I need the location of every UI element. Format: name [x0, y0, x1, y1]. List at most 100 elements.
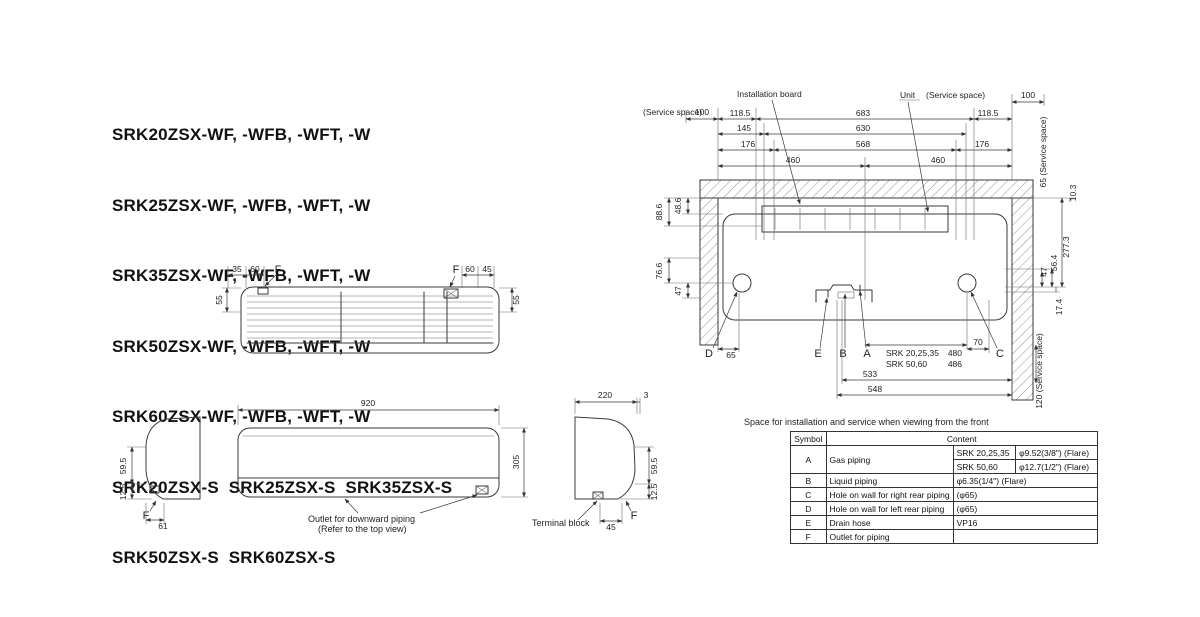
dim-145: 145: [737, 123, 751, 133]
dim-12-5-right: 12.5: [649, 483, 659, 500]
content-cell: Outlet for piping: [825, 529, 954, 544]
model-cell: SRK 20,25,35: [952, 445, 1017, 460]
table-row: B Liquid piping φ6.35(1/4") (Flare): [790, 473, 1099, 488]
dim-176-left: 176: [741, 139, 755, 149]
dim-88-6: 88.6: [654, 203, 664, 220]
content-cell: Hole on wall for right rear piping: [825, 487, 954, 502]
content-cell: Liquid piping: [825, 473, 954, 488]
installation-caption: Space for installation and service when …: [744, 417, 989, 427]
symbol-cell: F: [790, 529, 827, 544]
dim-460-left: 460: [786, 155, 800, 165]
table-row: SRK 50,60 φ12.7(1/2") (Flare): [791, 459, 1098, 474]
dim-305: 305: [511, 455, 521, 469]
dim-120-service-space: 120 (Service space): [1034, 333, 1044, 409]
model-line: SRK20ZSX-S SRK25ZSX-S SRK35ZSX-S: [112, 477, 453, 497]
symbol-table: Symbol Content A Gas piping SRK 20,25,35…: [790, 431, 1099, 544]
model-list: SRK20ZSX-WF, -WFB, -WFT, -W SRK25ZSX-WF,…: [112, 76, 452, 617]
value-cell: VP16: [952, 515, 1099, 530]
service-space-top-right-label: (Service space): [926, 90, 985, 100]
dim-55-right: 55: [511, 295, 521, 305]
dim-47-left: 47: [673, 286, 683, 296]
outlet-note-line1: Outlet for downward piping: [308, 514, 415, 524]
symbol-cell: B: [790, 473, 827, 488]
table-row: C Hole on wall for right rear piping (φ6…: [790, 487, 1099, 502]
dim-118-5-left: 118.5: [730, 108, 751, 118]
symbol-cell: E: [790, 515, 827, 530]
left-side-view-drawing: 59.5 12.5 F 61: [118, 416, 201, 531]
dim-176-right: 176: [975, 139, 989, 149]
model-line: SRK50ZSX-WF, -WFB, -WFT, -W: [112, 336, 371, 356]
dim-460-right: 460: [931, 155, 945, 165]
srk-large-models: SRK 50,60: [886, 359, 927, 369]
unit-label: Unit: [900, 90, 916, 100]
hole-d-label: D: [705, 348, 713, 360]
drain-e-label: E: [814, 348, 821, 360]
value-cell: φ9.52(3/8") (Flare): [1015, 445, 1098, 460]
table-row: D Hole on wall for left rear piping (φ65…: [790, 501, 1099, 516]
service-space-top-left-label: (Service space): [643, 107, 702, 117]
table-header-row: Symbol Content: [790, 431, 1099, 446]
value-cell: φ6.35(1/4") (Flare): [952, 473, 1099, 488]
right-side-view-drawing: 220 3 Terminal block 45 F 59.5 12.5: [532, 390, 659, 532]
value-cell: [952, 529, 1099, 544]
symbol-header: Symbol: [790, 431, 827, 446]
content-cell: Gas piping: [825, 445, 954, 474]
dim-65-service-space: 65 (Service space): [1038, 116, 1048, 187]
dim-45: 45: [606, 522, 616, 532]
outlet-f-side-right: F: [631, 510, 638, 522]
table-row: A Gas piping SRK 20,25,35 φ9.52(3/8") (F…: [790, 445, 1098, 474]
front-view-drawing: 920 305 Outlet for downward piping (Refe…: [237, 398, 528, 534]
dim-65-hole: 65: [726, 350, 736, 360]
dim-17-4: 17.4: [1054, 298, 1064, 315]
service-space-top-left-value: 100: [695, 107, 709, 117]
value-cell: φ12.7(1/2") (Flare): [1015, 459, 1098, 474]
content-header: Content: [825, 431, 1099, 446]
model-cell: SRK 50,60: [952, 459, 1017, 474]
dim-220: 220: [598, 390, 612, 400]
dim-277-3: 277.3: [1061, 236, 1071, 258]
dim-568: 568: [856, 139, 870, 149]
dim-47-right: 47: [1039, 267, 1049, 277]
dim-48-6: 48.6: [673, 197, 683, 214]
dim-45: 45: [482, 264, 492, 274]
value-cell: (φ65): [952, 487, 1099, 502]
dim-630: 630: [856, 123, 870, 133]
table-row: E Drain hose VP16: [790, 515, 1099, 530]
content-cell: Hole on wall for left rear piping: [825, 501, 954, 516]
symbol-cell: A: [790, 445, 827, 474]
dim-10-3: 10.3: [1068, 184, 1078, 201]
dim-59-5-left: 59.5: [118, 457, 128, 474]
srk-large-value: 486: [948, 359, 962, 369]
dim-3: 3: [644, 390, 649, 400]
dim-56-4: 56.4: [1049, 254, 1059, 271]
dim-683: 683: [856, 108, 870, 118]
dim-920: 920: [361, 398, 375, 408]
dim-70: 70: [973, 337, 983, 347]
dim-59-5-right: 59.5: [649, 457, 659, 474]
model-line: SRK25ZSX-WF, -WFB, -WFT, -W: [112, 195, 371, 215]
table-row: F Outlet for piping: [790, 529, 1099, 544]
content-cell: Drain hose: [825, 515, 954, 530]
outlet-f-left-label: F: [275, 264, 282, 276]
terminal-block-label: Terminal block: [532, 518, 590, 528]
dim-533: 533: [863, 369, 877, 379]
installation-diagram: Installation board Unit (Service space) …: [643, 89, 1078, 427]
symbol-cell: C: [790, 487, 827, 502]
dim-118-5-right: 118.5: [978, 108, 999, 118]
outlet-f-right-label: F: [453, 264, 460, 276]
dim-35: 35: [232, 264, 242, 274]
srk-small-value: 480: [948, 348, 962, 358]
dim-60-right: 60: [465, 264, 475, 274]
srk-small-models: SRK 20,25,35: [886, 348, 939, 358]
gas-a-label: A: [863, 348, 871, 360]
top-view-drawing: 35 60 F 60 45 F 55 55: [214, 264, 521, 354]
model-line: SRK50ZSX-S SRK60ZSX-S: [112, 548, 336, 567]
dim-60-left: 60: [250, 264, 260, 274]
dim-548: 548: [868, 384, 882, 394]
value-cell: (φ65): [952, 501, 1099, 516]
liquid-b-label: B: [839, 348, 846, 360]
hole-c-label: C: [996, 348, 1004, 360]
installation-board-label: Installation board: [737, 89, 802, 99]
